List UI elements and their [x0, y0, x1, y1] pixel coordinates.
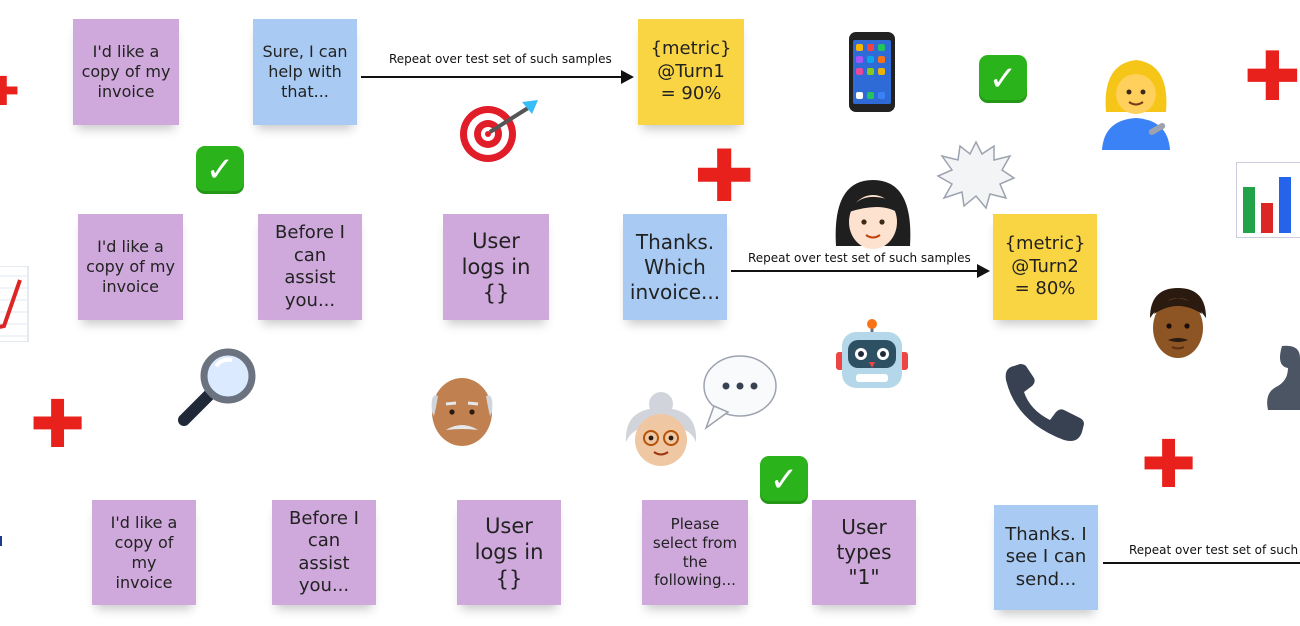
sticky-note-bot-reply: Thanks. Which invoice...: [623, 214, 727, 320]
flexed-biceps-icon: [1267, 345, 1300, 410]
arrow-head: [621, 70, 634, 84]
cross-mark-icon: ✚: [1141, 426, 1197, 503]
robot-icon: [836, 319, 908, 388]
cross-mark-icon: ✚: [0, 69, 20, 115]
sticky-note-bot-reply: Sure, I can help with that...: [253, 19, 357, 125]
old-woman-icon: [625, 392, 697, 466]
partial-edge-icon: [0, 536, 2, 546]
woman-mechanic-icon: [1102, 60, 1170, 150]
sticky-note-metric: {metric} @Turn1 = 90%: [638, 19, 744, 125]
sticky-note-bot-reply: Before I can assist you...: [258, 214, 362, 320]
sticky-note-user-action: User logs in {}: [457, 500, 561, 605]
anger-speech-bubble-icon: [936, 140, 1016, 210]
cross-mark-icon: ✚: [694, 134, 755, 218]
chart-increasing-icon: [0, 266, 29, 342]
magnifying-glass-icon: [178, 348, 256, 426]
arrow-line: [361, 76, 623, 78]
sticky-note-user-request: I'd like a copy of my invoice: [78, 214, 183, 320]
old-man-icon: [431, 378, 493, 446]
man-face-icon: [1150, 288, 1206, 358]
arrow-line: [1103, 562, 1300, 564]
bar-chart-icon: [1236, 162, 1300, 238]
sticky-note-user-request: I'd like a copy of my invoice: [92, 500, 196, 605]
sticky-note-bot-options: Please select from the following...: [642, 500, 748, 605]
arrow-label: Repeat over test set of such samples: [748, 251, 971, 265]
speech-balloon-icon: [703, 355, 777, 430]
arrow-label: Repeat over test set of such samples: [389, 52, 612, 66]
arrow-line: [731, 270, 979, 272]
sticky-note-bot-reply: Before I can assist you...: [272, 500, 376, 605]
cross-mark-icon: ✚: [1244, 38, 1300, 117]
telephone-receiver-icon: [1005, 364, 1084, 441]
sticky-note-user-action: User logs in {}: [443, 214, 549, 320]
sticky-note-user-types: User types "1": [812, 500, 916, 605]
check-mark-button-icon: ✓: [760, 456, 808, 504]
direct-hit-target-icon: [460, 100, 538, 162]
sticky-note-bot-reply: Thanks. I see I can send...: [994, 505, 1098, 610]
check-mark-button-icon: ✓: [196, 146, 244, 194]
sticky-note-metric: {metric} @Turn2 = 80%: [993, 214, 1097, 320]
check-mark-button-icon: ✓: [979, 55, 1027, 103]
arrow-label: Repeat over test set of such s: [1129, 543, 1300, 557]
mobile-phone-icon: [849, 32, 895, 112]
woman-face-icon: [835, 180, 911, 249]
cross-mark-icon: ✚: [30, 386, 86, 463]
sticky-note-user-request: I'd like a copy of my invoice: [73, 19, 179, 125]
arrow-head: [977, 264, 990, 278]
